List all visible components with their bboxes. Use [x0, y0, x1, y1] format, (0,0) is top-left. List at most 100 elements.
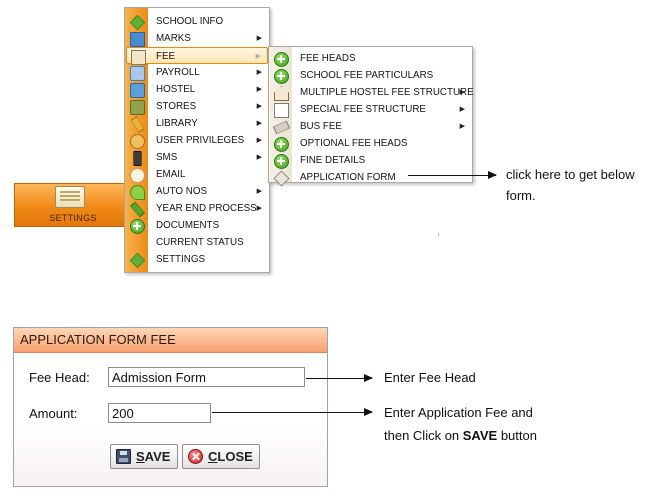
menu-item-library[interactable]: LIBRARY ▶ [126, 115, 268, 133]
form-title: APPLICATION FORM FEE [14, 328, 327, 353]
menu-item-documents[interactable]: DOCUMENTS [126, 217, 268, 234]
menu-item-hostel[interactable]: HOSTEL ▶ [126, 81, 268, 98]
menu-item-auto-nos[interactable]: AUTO NOS ▶ [126, 183, 268, 200]
menu-item-stores[interactable]: STORES ▶ [126, 98, 268, 115]
submenu-item-special-fee-structure[interactable]: SPECIAL FEE STRUCTURE ▶ [270, 101, 471, 118]
menu-item-label: YEAR END PROCESS [156, 203, 257, 214]
amount-label: Amount: [29, 406, 78, 421]
submenu-arrow-icon: ▶ [459, 123, 465, 130]
menu-item-payroll[interactable]: PAYROLL ▶ [126, 64, 268, 81]
settings-button-label: SETTINGS [49, 213, 97, 223]
menu-item-label: SCHOOL FEE PARTICULARS [300, 70, 434, 81]
pen-icon [273, 170, 290, 187]
menu-item-label: FINE DETAILS [300, 155, 366, 166]
menu-item-label: STORES [156, 101, 197, 112]
menu-item-label: FEE HEADS [300, 53, 356, 64]
menu-item-label: OPTIONAL FEE HEADS [300, 138, 408, 149]
submenu-item-application-form[interactable]: APPLICATION FORM [270, 169, 471, 187]
fee-head-label: Fee Head: [29, 370, 90, 385]
menu-item-label: HOSTEL [156, 84, 196, 95]
menu-item-label: APPLICATION FORM [300, 172, 396, 183]
plus-icon [274, 52, 289, 67]
menu-item-label: SMS [156, 152, 178, 163]
house-icon [274, 86, 289, 101]
close-button[interactable]: CLOSE [182, 444, 260, 469]
plus-icon [274, 154, 289, 169]
list-icon [274, 103, 289, 118]
hostel-icon [130, 83, 145, 98]
menu-item-label: FEE [156, 51, 176, 62]
submenu-item-bus-fee[interactable]: BUS FEE ▶ [270, 118, 471, 135]
menu-item-current-status[interactable]: CURRENT STATUS [126, 234, 268, 251]
submenu-arrow-icon: ▶ [256, 35, 262, 42]
menu-item-label: BUS FEE [300, 121, 342, 132]
menu-item-label: MARKS [156, 33, 191, 44]
stores-icon [130, 100, 145, 115]
submenu-arrow-icon: ▶ [255, 53, 261, 60]
plus-icon [274, 69, 289, 84]
menu-item-sms[interactable]: SMS ▶ [126, 149, 268, 166]
submenu-arrow-icon: ▶ [256, 154, 262, 161]
submenu-arrow-icon: ▶ [256, 69, 262, 76]
menu-note-line1: click here to get below [506, 167, 635, 182]
diamond-icon [129, 252, 146, 269]
auto-numbers-icon [130, 185, 145, 200]
settings-ribbon-button[interactable]: SETTINGS ▼ [14, 183, 134, 227]
save-button[interactable]: SAVE [110, 444, 178, 469]
pointer-arrow [212, 408, 373, 416]
menu-item-label: SCHOOL INFO [156, 16, 224, 27]
submenu-arrow-icon: ▶ [256, 188, 262, 195]
menu-item-school-info[interactable]: SCHOOL INFO [126, 13, 268, 31]
phone-icon [133, 151, 142, 166]
menu-item-label: MULTIPLE HOSTEL FEE STRUCTURE [300, 87, 474, 98]
pointer-arrow [306, 374, 373, 382]
save-button-label: SAVE [136, 449, 171, 464]
submenu-arrow-icon: ▶ [459, 89, 465, 96]
submenu-item-optional-fee-heads[interactable]: OPTIONAL FEE HEADS [270, 135, 471, 152]
menu-item-marks[interactable]: MARKS ▶ [126, 30, 268, 47]
menu-item-label: EMAIL [156, 169, 186, 180]
submenu-arrow-icon: ▶ [256, 205, 262, 212]
document-icon [130, 32, 145, 47]
menu-item-label: AUTO NOS [156, 186, 207, 197]
library-icon [130, 116, 145, 133]
payroll-icon [130, 66, 145, 81]
menu-item-user-privileges[interactable]: USER PRIVILEGES ▶ [126, 132, 268, 149]
menu-item-year-end-process[interactable]: YEAR END PROCESS ▶ [126, 200, 268, 218]
submenu-item-school-fee-particulars[interactable]: SCHOOL FEE PARTICULARS [270, 67, 471, 84]
menu-item-label: CURRENT STATUS [156, 237, 244, 248]
menu-item-label: DOCUMENTS [156, 220, 220, 231]
stray-mark [438, 233, 439, 236]
user-icon [130, 134, 145, 149]
amount-note-line2: then Click on SAVE button [384, 428, 537, 443]
settings-main-menu: SCHOOL INFO MARKS ▶ FEE ▶ PAYROLL ▶ HOST… [124, 7, 270, 273]
submenu-item-fee-heads[interactable]: FEE HEADS [270, 50, 471, 67]
fee-head-input[interactable] [108, 367, 305, 387]
submenu-item-multiple-hostel-fee-structure[interactable]: MULTIPLE HOSTEL FEE STRUCTURE ▶ [270, 84, 474, 101]
year-end-icon [130, 201, 145, 218]
submenu-item-fine-details[interactable]: FINE DETAILS [270, 152, 471, 169]
submenu-arrow-icon: ▶ [256, 137, 262, 144]
mail-icon [130, 168, 145, 183]
menu-item-settings[interactable]: SETTINGS [126, 251, 268, 269]
fee-icon [131, 50, 146, 65]
close-button-label: CLOSE [208, 449, 253, 464]
submenu-arrow-icon: ▶ [459, 106, 465, 113]
diamond-icon [129, 14, 146, 31]
submenu-arrow-icon: ▶ [256, 86, 262, 93]
plus-icon [274, 137, 289, 152]
menu-note-line2: form. [506, 188, 536, 203]
fee-head-note: Enter Fee Head [384, 370, 476, 385]
settings-notepad-icon [55, 186, 85, 208]
bus-icon [272, 120, 291, 135]
menu-item-label: SETTINGS [156, 254, 205, 265]
amount-input[interactable] [108, 403, 211, 423]
menu-item-fee[interactable]: FEE ▶ [126, 47, 268, 65]
fee-submenu: FEE HEADS SCHOOL FEE PARTICULARS MULTIPL… [268, 46, 474, 187]
plus-icon [130, 219, 145, 234]
menu-item-email[interactable]: EMAIL [126, 166, 268, 183]
submenu-arrow-icon: ▶ [256, 103, 262, 110]
application-form-fee-window: APPLICATION FORM FEE Fee Head: Amount: S… [13, 327, 328, 487]
pointer-arrow [408, 171, 497, 179]
amount-note-line1: Enter Application Fee and [384, 405, 533, 420]
